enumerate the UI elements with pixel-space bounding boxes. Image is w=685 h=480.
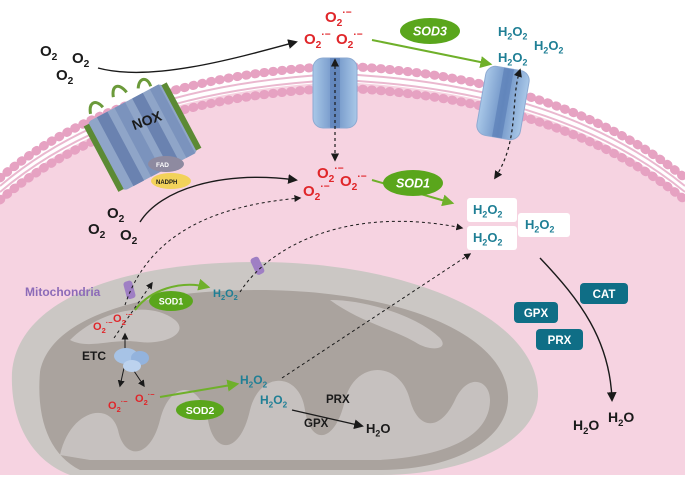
- o2-left-1: O2: [107, 205, 125, 225]
- o2-top-3: O2: [56, 67, 74, 87]
- fad-subunit: [148, 156, 184, 172]
- h2o2-outside-3: H2O2: [498, 50, 527, 68]
- arrow-mito-superoxide-out: [124, 195, 302, 306]
- mito-channel-left: [123, 280, 136, 300]
- arrow-sod2: [159, 379, 240, 398]
- prx-cyto-badge: [536, 329, 583, 350]
- prx-cyto-label: PRX: [548, 335, 572, 347]
- h2o2-outside-1: H2O2: [498, 24, 527, 42]
- superoxide-cyto-3: O2·−: [303, 181, 330, 203]
- arrow-mito-h2o2-out-lower: [281, 253, 472, 379]
- superoxide-mito-2: O2·−: [113, 310, 133, 327]
- h2o2-box-3: [518, 213, 570, 237]
- h2o-cyto-2: H2O: [608, 409, 634, 429]
- superoxide-out-2: O2·−: [304, 29, 331, 51]
- h2o2-mito-sod1: H2O2: [213, 288, 238, 302]
- o2-top-2: O2: [72, 50, 90, 70]
- sod1-cyto-label: SOD1: [396, 177, 430, 191]
- arrow-mito-h2o: [291, 409, 364, 430]
- cat-label: CAT: [593, 289, 616, 301]
- gpx-mito-label: GPX: [304, 418, 329, 430]
- h2o2-mito-1: H2O2: [240, 373, 268, 389]
- arrow-o2-to-superoxide-outside: [97, 39, 298, 74]
- h2o2-box-1: [467, 198, 517, 222]
- sod1-cyto-badge: [383, 170, 443, 196]
- h2o-cyto-1: H2O: [573, 417, 599, 437]
- fad-label: FAD: [156, 162, 169, 169]
- arrow-sod3: [371, 39, 493, 68]
- cat-badge: [580, 283, 628, 304]
- superoxide-out-1: O2·−: [325, 7, 352, 29]
- sod2-label: SOD2: [186, 405, 215, 417]
- o2-left-3: O2: [120, 227, 138, 247]
- superoxide-out-3: O2·−: [336, 29, 363, 51]
- h2o2-cyto-1: H2O2: [473, 202, 502, 220]
- h2o-mito: H2O: [366, 421, 390, 439]
- cristae: [60, 370, 490, 460]
- sod3-badge: [400, 18, 460, 44]
- arrow-o2-to-superoxide-cyto: [139, 174, 298, 223]
- prx-mito-label: PRX: [326, 394, 350, 406]
- mitochondria-label: Mitochondria: [25, 285, 101, 299]
- sod3-label: SOD3: [413, 25, 447, 39]
- h2o2-cyto-3: H2O2: [525, 217, 554, 235]
- etc-label: ETC: [82, 349, 106, 363]
- h2o2-mito-2: H2O2: [260, 393, 288, 409]
- arrow-etc-leak-up: [113, 281, 153, 339]
- h2o2-outside-2: H2O2: [534, 38, 563, 56]
- gpx-cyto-label: GPX: [524, 308, 549, 320]
- superoxide-cyto-1: O2·−: [317, 163, 344, 185]
- superoxide-cyto-2: O2·−: [340, 171, 367, 193]
- sod1-mito-label: SOD1: [159, 297, 184, 307]
- nadph-label: NADPH: [156, 180, 177, 186]
- arrow-cyto-h2o: [539, 257, 617, 402]
- h2o2-cyto-2: H2O2: [473, 230, 502, 248]
- mito-channel-right: [250, 256, 265, 275]
- o2-left-2: O2: [88, 221, 106, 241]
- nadph-subunit: [151, 173, 191, 189]
- superoxide-mito-3: O2·−: [108, 397, 128, 414]
- o2-top-1: O2: [40, 43, 58, 63]
- arrow-channel-right: [494, 68, 522, 180]
- etc-complex: [114, 348, 149, 372]
- sod2-badge: [176, 400, 224, 420]
- arrow-etc-down-left: [117, 367, 125, 388]
- sod1-mito-badge: [149, 291, 193, 311]
- superoxide-mito-1: O2·−: [93, 318, 113, 335]
- mitochondrion: [11, 262, 539, 475]
- arrow-sod1-mito: [134, 278, 211, 311]
- gpx-cyto-badge: [514, 302, 558, 323]
- h2o2-box-2: [467, 226, 517, 250]
- superoxide-mito-4: O2·−: [135, 390, 155, 407]
